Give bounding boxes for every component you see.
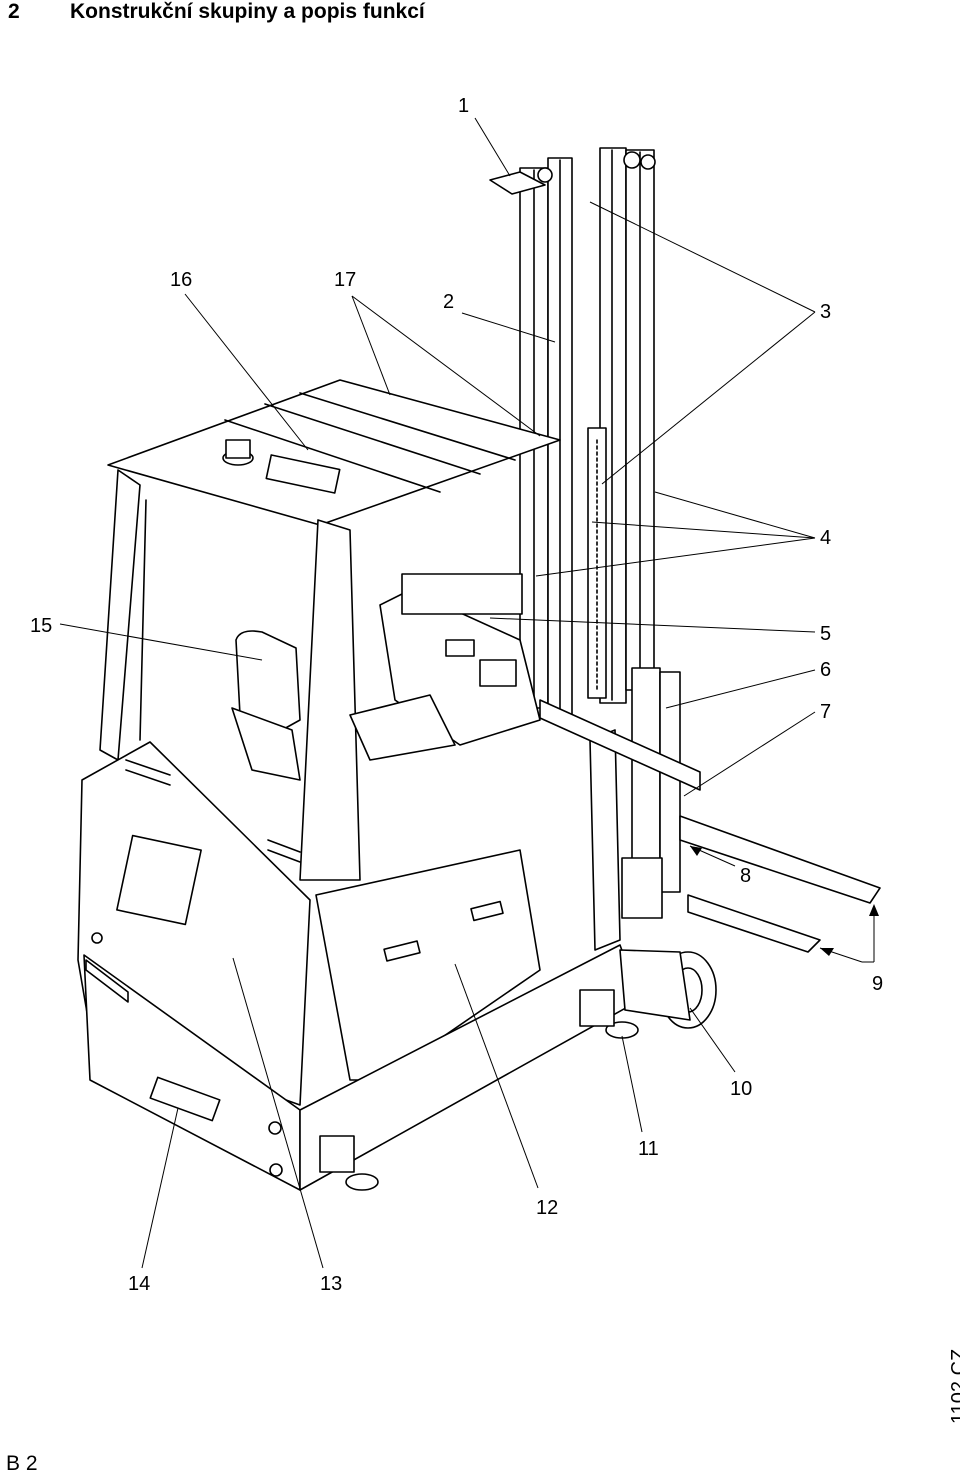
callout-1: 1 bbox=[458, 95, 469, 117]
callout-9: 9 bbox=[872, 973, 883, 995]
callout-17: 17 bbox=[334, 269, 356, 291]
callout-3: 3 bbox=[820, 301, 831, 323]
callout-14: 14 bbox=[128, 1273, 150, 1295]
callout-6: 6 bbox=[820, 659, 831, 681]
chassis bbox=[77, 741, 641, 1191]
control-console bbox=[349, 573, 541, 761]
callout-8: 8 bbox=[740, 865, 751, 887]
callout-12: 12 bbox=[536, 1197, 558, 1219]
leader-lines bbox=[59, 117, 875, 1269]
callout-13: 13 bbox=[320, 1273, 342, 1295]
leader-arrows bbox=[690, 846, 879, 956]
overhead-guard bbox=[107, 379, 561, 526]
cabin-frame bbox=[99, 469, 361, 881]
seat bbox=[231, 630, 301, 781]
callout-2: 2 bbox=[443, 291, 454, 313]
callout-7: 7 bbox=[820, 701, 831, 723]
fork-carriage bbox=[539, 667, 881, 953]
callout-16: 16 bbox=[170, 269, 192, 291]
section-number: 2 bbox=[8, 0, 20, 23]
support-leg bbox=[319, 729, 717, 1191]
callout-10: 10 bbox=[730, 1078, 752, 1100]
callout-5: 5 bbox=[820, 623, 831, 645]
callout-15: 15 bbox=[30, 615, 52, 637]
callout-4: 4 bbox=[820, 527, 831, 549]
page-heading: 2 Konstrukční skupiny a popis funkcí bbox=[8, 0, 425, 24]
section-title: Konstrukční skupiny a popis funkcí bbox=[70, 0, 425, 23]
page-label: B 2 bbox=[6, 1452, 38, 1475]
callout-11: 11 bbox=[638, 1138, 659, 1160]
doc-code: 1102.CZ bbox=[948, 1348, 960, 1424]
